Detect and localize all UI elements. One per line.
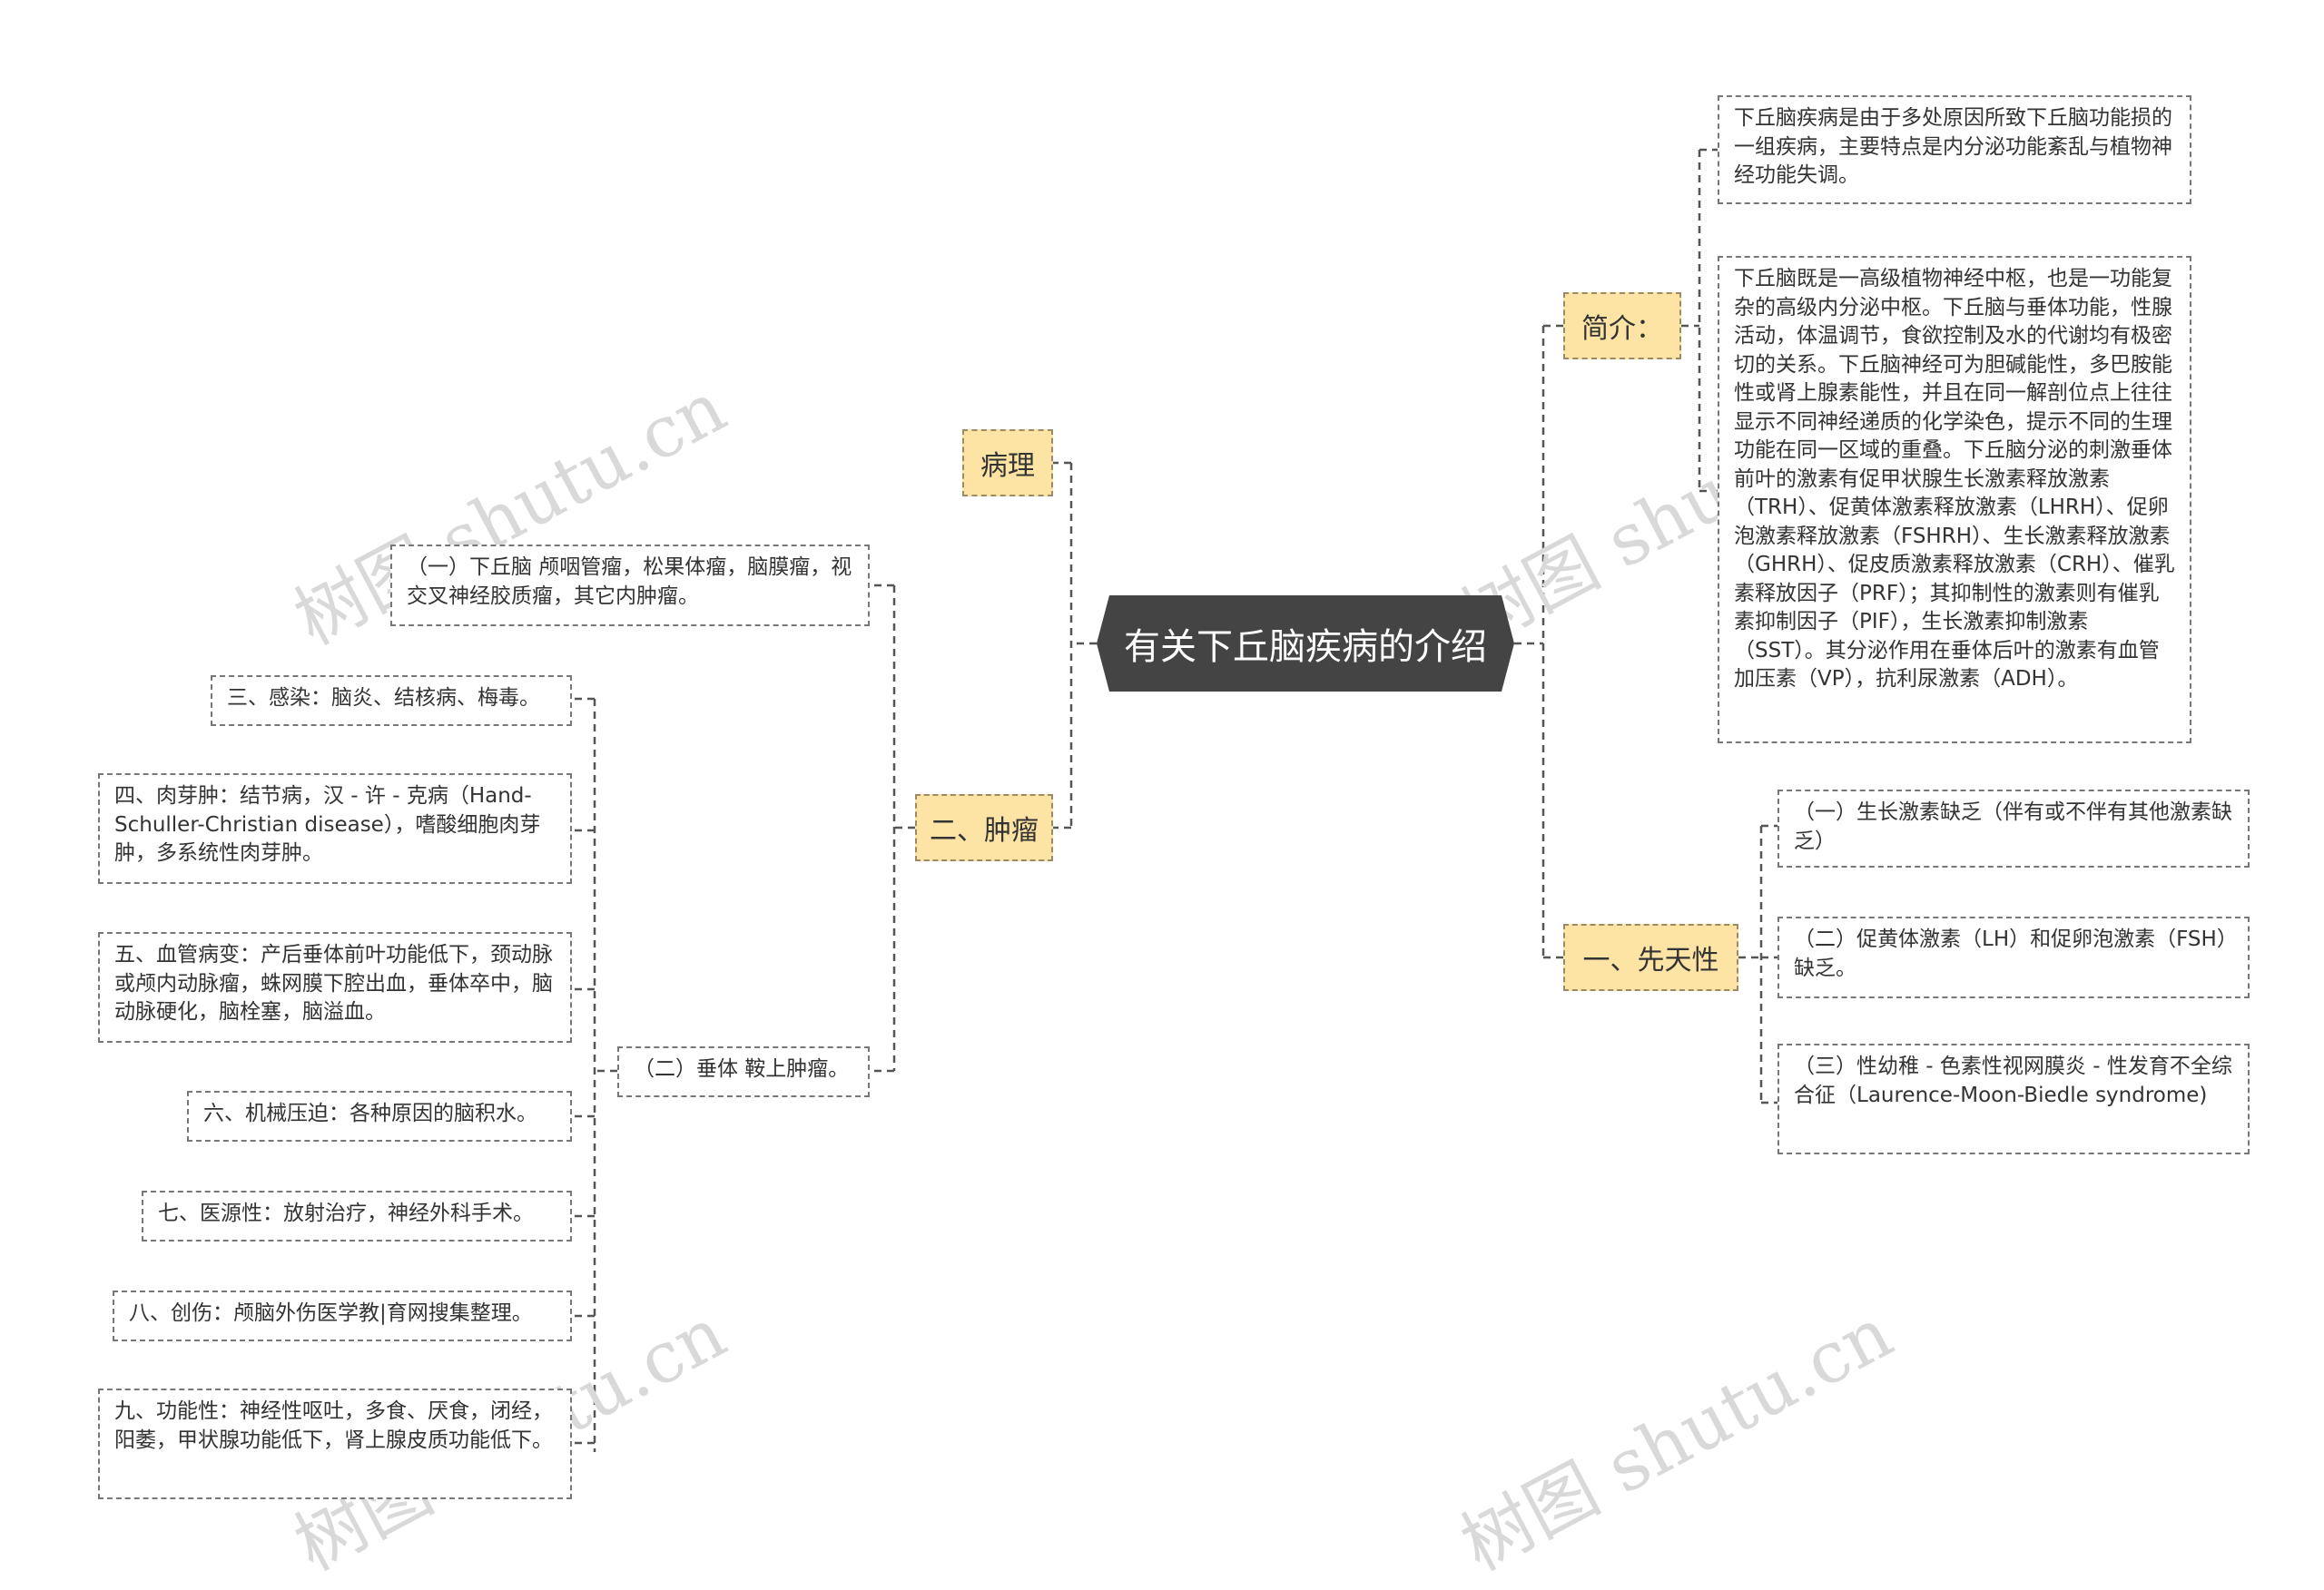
watermark: 树图 shutu.cn <box>1448 1292 1905 1587</box>
branch-intro-label: 简介： <box>1581 313 1663 345</box>
congenital-item-text: （三）性幼稚 - 色素性视网膜炎 - 性发育不全综合征（Laurence-Moo… <box>1794 1055 2232 1107</box>
tumor-sub-item-text: 八、创伤：颅脑外伤医学教|育网搜集整理。 <box>129 1301 533 1325</box>
tumor-sub-item-node[interactable]: 四、肉芽肿：结节病，汉 - 许 - 克病（Hand-Schuller-Chris… <box>98 773 572 884</box>
tumor-sub-item-text: 三、感染：脑炎、结核病、梅毒。 <box>227 686 540 710</box>
tumor-sub-item-text: 四、肉芽肿：结节病，汉 - 许 - 克病（Hand-Schuller-Chris… <box>114 784 541 865</box>
tumor-sub-item-node[interactable]: 五、血管病变：产后垂体前叶功能低下，颈动脉或颅内动脉瘤，蛛网膜下腔出血，垂体卒中… <box>98 932 572 1043</box>
tumor-sub-item-text: 六、机械压迫：各种原因的脑积水。 <box>203 1102 537 1125</box>
congenital-item-text: （二）促黄体激素（LH）和促卵泡激素（FSH）缺乏。 <box>1794 928 2228 980</box>
tumor-sub-item-text: 七、医源性：放射治疗，神经外科手术。 <box>158 1202 534 1225</box>
intro-summary-text: 下丘脑疾病是由于多处原因所致下丘脑功能损的一组疾病，主要特点是内分泌功能紊乱与植… <box>1734 106 2172 187</box>
tumor-item-node[interactable]: （一）下丘脑 颅咽管瘤，松果体瘤，脑膜瘤，视交叉神经胶质瘤，其它内肿瘤。 <box>390 545 870 626</box>
branch-congenital-label: 一、先天性 <box>1582 945 1719 977</box>
tumor-item-node[interactable]: （二）垂体 鞍上肿瘤。 <box>617 1046 870 1097</box>
tumor-item-text: （二）垂体 鞍上肿瘤。 <box>634 1057 850 1081</box>
intro-summary-node[interactable]: 下丘脑疾病是由于多处原因所致下丘脑功能损的一组疾病，主要特点是内分泌功能紊乱与植… <box>1718 95 2191 204</box>
congenital-item-node[interactable]: （一）生长激素缺乏（伴有或不伴有其他激素缺乏） <box>1777 790 2250 868</box>
tumor-sub-item-node[interactable]: 七、医源性：放射治疗，神经外科手术。 <box>142 1191 572 1242</box>
tumor-sub-item-node[interactable]: 三、感染：脑炎、结核病、梅毒。 <box>211 675 572 726</box>
central-topic[interactable]: 有关下丘脑疾病的介绍 <box>1097 595 1514 692</box>
central-topic-label: 有关下丘脑疾病的介绍 <box>1124 626 1487 668</box>
branch-tumor[interactable]: 二、肿瘤 <box>915 794 1053 861</box>
branch-tumor-label: 二、肿瘤 <box>930 815 1039 847</box>
intro-detail-text: 下丘脑既是一高级植物神经中枢，也是一功能复杂的高级内分泌中枢。下丘脑与垂体功能，… <box>1734 267 2175 691</box>
tumor-sub-item-text: 五、血管病变：产后垂体前叶功能低下，颈动脉或颅内动脉瘤，蛛网膜下腔出血，垂体卒中… <box>114 943 553 1024</box>
congenital-item-node[interactable]: （三）性幼稚 - 色素性视网膜炎 - 性发育不全综合征（Laurence-Moo… <box>1777 1044 2250 1154</box>
tumor-item-text: （一）下丘脑 颅咽管瘤，松果体瘤，脑膜瘤，视交叉神经胶质瘤，其它内肿瘤。 <box>407 555 852 608</box>
branch-pathology-label: 病理 <box>980 450 1035 482</box>
congenital-item-node[interactable]: （二）促黄体激素（LH）和促卵泡激素（FSH）缺乏。 <box>1777 917 2250 998</box>
tumor-sub-item-text: 九、功能性：神经性呕吐，多食、厌食，闭经，阳萎，甲状腺功能低下，肾上腺皮质功能低… <box>114 1399 553 1452</box>
congenital-item-text: （一）生长激素缺乏（伴有或不伴有其他激素缺乏） <box>1794 800 2232 853</box>
tumor-sub-item-node[interactable]: 九、功能性：神经性呕吐，多食、厌食，闭经，阳萎，甲状腺功能低下，肾上腺皮质功能低… <box>98 1389 572 1499</box>
branch-pathology[interactable]: 病理 <box>962 429 1053 496</box>
branch-intro[interactable]: 简介： <box>1563 292 1681 359</box>
tumor-sub-item-node[interactable]: 八、创伤：颅脑外伤医学教|育网搜集整理。 <box>113 1291 572 1341</box>
intro-detail-node[interactable]: 下丘脑既是一高级植物神经中枢，也是一功能复杂的高级内分泌中枢。下丘脑与垂体功能，… <box>1718 256 2191 743</box>
tumor-sub-item-node[interactable]: 六、机械压迫：各种原因的脑积水。 <box>187 1091 572 1142</box>
branch-congenital[interactable]: 一、先天性 <box>1563 924 1738 991</box>
